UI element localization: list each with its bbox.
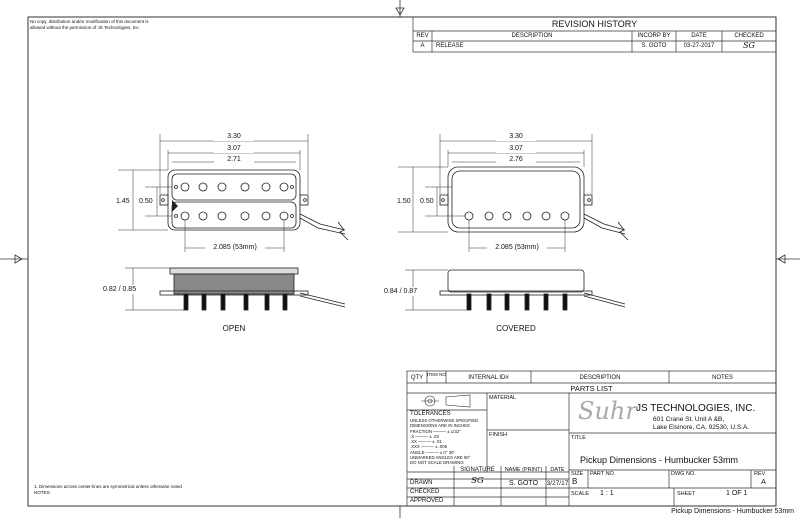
checked-label: CHECKED: [410, 489, 440, 495]
qty-header: QTY: [410, 375, 424, 381]
sheet-label: SHEET: [677, 491, 696, 497]
company-name: JS TECHNOLOGIES, INC.: [636, 403, 756, 414]
covered-height-overall: 1.50: [397, 197, 411, 206]
revision-history-title: REVISION HISTORY: [551, 19, 638, 29]
size-label: SIZE: [571, 471, 584, 477]
covered-width-body: 3.07: [496, 144, 536, 153]
covered-dimension-lines: [398, 134, 593, 252]
scale-label: SCALE: [571, 491, 590, 497]
open-width-body: 3.07: [214, 144, 254, 153]
tolerance-line: .XX ——— ± .01: [410, 439, 442, 445]
company-address-line1: 601 Crane St. Unit A &B,: [653, 416, 725, 423]
covered-side-view: [405, 269, 626, 311]
rev-description: RELEASE: [436, 43, 464, 49]
drawn-date: 3/27/17: [546, 480, 569, 487]
material-label: MATERIAL: [489, 395, 517, 401]
sheet-value: 1 OF 1: [726, 490, 748, 497]
tolerance-line: UNLESS OTHERWISE SPECIFIED: [410, 418, 479, 423]
date-header: DATE: [691, 33, 707, 39]
open-pole-spacing: 2.085 (53mm): [205, 243, 265, 252]
open-width-overall: 3.30: [214, 132, 254, 141]
open-side-view: [125, 267, 346, 311]
drawing-title: Pickup Dimensions - Humbucker 53mm: [580, 455, 739, 465]
footer-title: Pickup Dimensions - Humbucker 53mm: [671, 508, 794, 515]
drawn-signature: SG: [471, 476, 484, 486]
tolerance-line: .XXX ——— ± .005: [410, 444, 447, 450]
checked-header: CHECKED: [734, 33, 764, 39]
tolerances-heading: TOLERANCES: [410, 411, 451, 417]
rev-label: REV: [754, 471, 766, 477]
rev-block-value: A: [761, 479, 766, 486]
size-value: B: [572, 477, 578, 486]
covered-width-inner: 2.76: [496, 155, 536, 164]
description-header: DESCRIPTION: [511, 33, 553, 39]
tolerance-line: UNMARKED ANGLES ARE 90°: [410, 455, 471, 461]
tolerance-line: .X ——— ± .03: [410, 433, 439, 439]
right-center-marker: [776, 254, 800, 264]
rev-incorp-by: S. GOTO: [641, 43, 667, 49]
approved-label: APPROVED: [410, 498, 444, 504]
signature-header: SIGNATURE: [460, 467, 495, 473]
notes-header: NOTES: [712, 375, 733, 381]
open-width-inner: 2.71: [214, 155, 254, 164]
revision-table-lines: [412, 16, 777, 53]
tolerance-line: DIMENSIONS ARE IN INCHES: [410, 423, 470, 429]
drawn-label: DRAWN: [410, 480, 433, 486]
rev-header: REV: [416, 33, 429, 39]
company-logo: Suhr: [578, 397, 637, 425]
rev-checked-signature: SG: [743, 41, 755, 50]
part-no-label: PART NO.: [590, 471, 616, 477]
covered-width-overall: 3.30: [496, 132, 536, 141]
rev-value: A: [420, 43, 425, 49]
covered-height-coil: 0.50: [420, 197, 434, 206]
projection-symbol: [421, 394, 471, 408]
open-view-label: OPEN: [222, 324, 246, 333]
name-print-header: NAME (PRINT): [504, 467, 543, 473]
incorp-by-header: INCORP BY: [637, 33, 671, 39]
dwg-no-label: DWG NO.: [671, 471, 696, 477]
covered-side-height: 0.84 / 0.87: [384, 287, 418, 296]
tolerance-line: DO NOT SCALE DRAWING: [410, 460, 464, 466]
finish-label: FINISH: [489, 432, 508, 438]
company-address-line2: Lake Elsinore, CA. 92530, U.S.A.: [653, 424, 750, 431]
left-center-marker: [0, 254, 28, 264]
item-no-header: ITEM NO: [427, 372, 446, 377]
tolerance-line: FRACTION ——— ± 1/32": [410, 428, 461, 434]
rev-date: 03-27-2017: [683, 43, 715, 49]
parts-description-header: DESCRIPTION: [579, 375, 621, 381]
title-label: TITLE: [571, 435, 586, 441]
open-height-overall: 1.45: [116, 197, 130, 206]
tolerances-block: UNLESS OTHERWISE SPECIFIED DIMENSIONS AR…: [410, 418, 478, 466]
covered-top-view: [439, 166, 629, 241]
open-side-height: 0.82 / 0.85: [103, 285, 137, 294]
scale-value: 1 : 1: [600, 490, 614, 497]
covered-view-label: COVERED: [496, 324, 536, 333]
covered-pole-spacing: 2.085 (53mm): [487, 243, 547, 252]
open-dimension-lines: [118, 134, 309, 252]
notes-line-1: 1. Dimensions across center-lines are sy…: [34, 484, 182, 489]
drawn-name: S. GOTO: [508, 480, 539, 487]
open-top-view: [159, 169, 349, 241]
open-height-coil: 0.50: [139, 197, 153, 206]
copyright-notice: No copy, distribution and/or modificatio…: [30, 19, 149, 30]
parts-list-title: PARTS LIST: [570, 384, 613, 393]
top-center-marker: [395, 0, 405, 17]
signoff-date-header: DATE: [550, 467, 565, 473]
internal-id-header: INTERNAL ID#: [468, 375, 509, 381]
notes-label: NOTES:: [34, 490, 51, 495]
tolerance-line: ANGLE ——— ± 0° 30': [410, 449, 455, 455]
title-block-lines: [406, 370, 777, 507]
